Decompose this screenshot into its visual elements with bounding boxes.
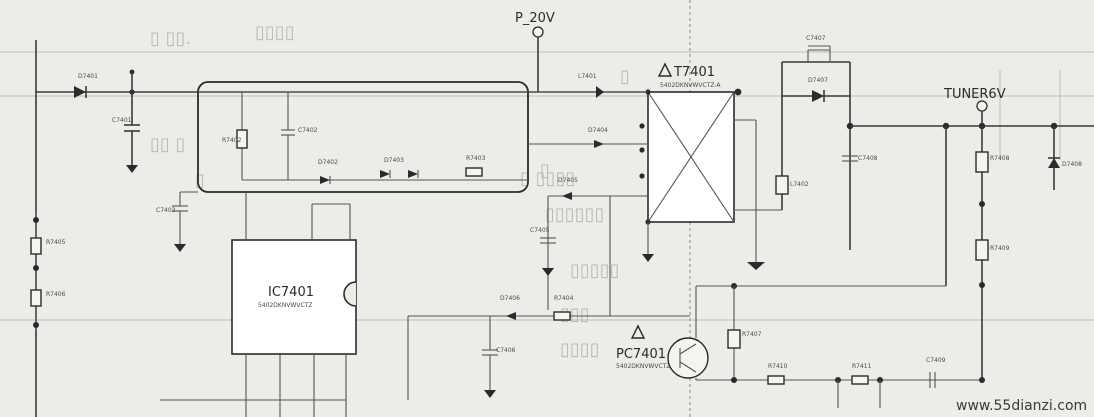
svg-text:D7402: D7402: [318, 159, 338, 166]
svg-text:R7406: R7406: [46, 291, 66, 298]
optocoupler-label: PC7401: [616, 347, 666, 362]
svg-text:▯: ▯: [620, 66, 630, 87]
svg-text:▯: ▯: [540, 160, 550, 181]
optocoupler-warning-triangle-icon: [630, 324, 646, 339]
svg-text:D7405: D7405: [558, 177, 578, 184]
transformer-label: T7401: [673, 65, 715, 80]
secondary-output: C7407 D7407 C7408 L7402: [775, 35, 878, 250]
svg-text:5402DKNVWVCTZ: 5402DKNVWVCTZ: [616, 363, 670, 370]
left-resistor-ladder: R7405 R7406: [30, 217, 66, 328]
input-line: D7401 C7401: [36, 69, 645, 173]
bleed-through-text: ▯ ▯▯. ▯▯▯▯ ▯ ▯ ▯▯ ▯ ▯ ▯ ▯▯▯▯ ▯▯▯▯▯▯ ▯▯▯▯…: [0, 22, 1094, 360]
svg-text:▯ ▯▯.: ▯ ▯▯.: [150, 28, 191, 49]
svg-text:5402DKNVWVCTZ-A: 5402DKNVWVCTZ-A: [660, 82, 721, 89]
optocoupler-pc7401: PC7401 5402DKNVWVCTZ R7407: [616, 283, 946, 380]
svg-text:R7403: R7403: [466, 155, 486, 162]
svg-text:R7408: R7408: [990, 155, 1010, 162]
svg-text:▯: ▯: [195, 170, 205, 191]
ic7401-chip: IC7401 5402DKNVWVCTZ: [160, 192, 357, 417]
p20v-label: P_20V: [515, 11, 555, 26]
input-diode-icon: [74, 86, 86, 98]
svg-text:D7407: D7407: [808, 77, 828, 84]
svg-text:D7401: D7401: [78, 73, 98, 80]
svg-text:C7402: C7402: [298, 127, 318, 134]
feedback-line: D7406 R7404 C7406: [407, 295, 690, 400]
p20v-terminal: P_20V: [515, 11, 555, 92]
svg-text:5402DKNVWVCTZ: 5402DKNVWVCTZ: [258, 302, 312, 309]
svg-text:R7402: R7402: [222, 137, 242, 144]
svg-text:R7404: R7404: [554, 295, 574, 302]
svg-text:C7401: C7401: [112, 117, 132, 124]
svg-text:▯▯▯▯: ▯▯▯▯: [560, 339, 600, 360]
svg-text:R7411: R7411: [852, 363, 872, 370]
svg-text:▯▯ ▯: ▯▯ ▯: [150, 134, 185, 155]
panel-components: R7402 C7402 D7402 D7403 R7403: [198, 91, 528, 184]
svg-text:C7409: C7409: [926, 357, 946, 364]
svg-text:R7409: R7409: [990, 245, 1010, 252]
svg-text:C7407: C7407: [806, 35, 826, 42]
primary-control-panel: [197, 81, 529, 193]
svg-text:C7406: C7406: [496, 347, 516, 354]
tuner6v-label: TUNER6V: [943, 87, 1006, 102]
transformer-warning-triangle-icon: [657, 62, 673, 77]
svg-text:C7405: C7405: [530, 227, 550, 234]
tuner6v-rail: TUNER6V R7408 R7409 D7408: [850, 87, 1094, 380]
svg-text:L7402: L7402: [790, 181, 809, 188]
svg-text:R7405: R7405: [46, 239, 66, 246]
svg-text:D7403: D7403: [384, 157, 404, 164]
svg-text:D7408: D7408: [1062, 161, 1082, 168]
svg-text:D7406: D7406: [500, 295, 520, 302]
svg-text:C7408: C7408: [858, 155, 878, 162]
svg-text:R7407: R7407: [742, 331, 762, 338]
svg-text:D7404: D7404: [588, 127, 608, 134]
svg-text:▯ ▯▯▯▯: ▯ ▯▯▯▯: [520, 168, 575, 189]
ic-label: IC7401: [268, 285, 314, 300]
bottom-network: R7410 R7411 C7409: [696, 357, 985, 408]
aux-lines: L7401 D7404 D7405 C7405: [528, 73, 648, 316]
left-ground-cap: C7403: [156, 191, 198, 252]
svg-text:C7403: C7403: [156, 207, 176, 214]
svg-text:▯▯▯▯▯: ▯▯▯▯▯: [570, 260, 620, 281]
svg-text:R7410: R7410: [768, 363, 788, 370]
transformer-t7401: T7401 5402DKNVWVCTZ-A: [639, 62, 782, 270]
svg-text:▯▯▯▯▯▯: ▯▯▯▯▯▯: [545, 204, 604, 225]
svg-text:L7401: L7401: [578, 73, 597, 80]
svg-text:▯▯▯▯: ▯▯▯▯: [255, 22, 295, 43]
site-watermark: www.55dianzi.com: [956, 398, 1087, 414]
